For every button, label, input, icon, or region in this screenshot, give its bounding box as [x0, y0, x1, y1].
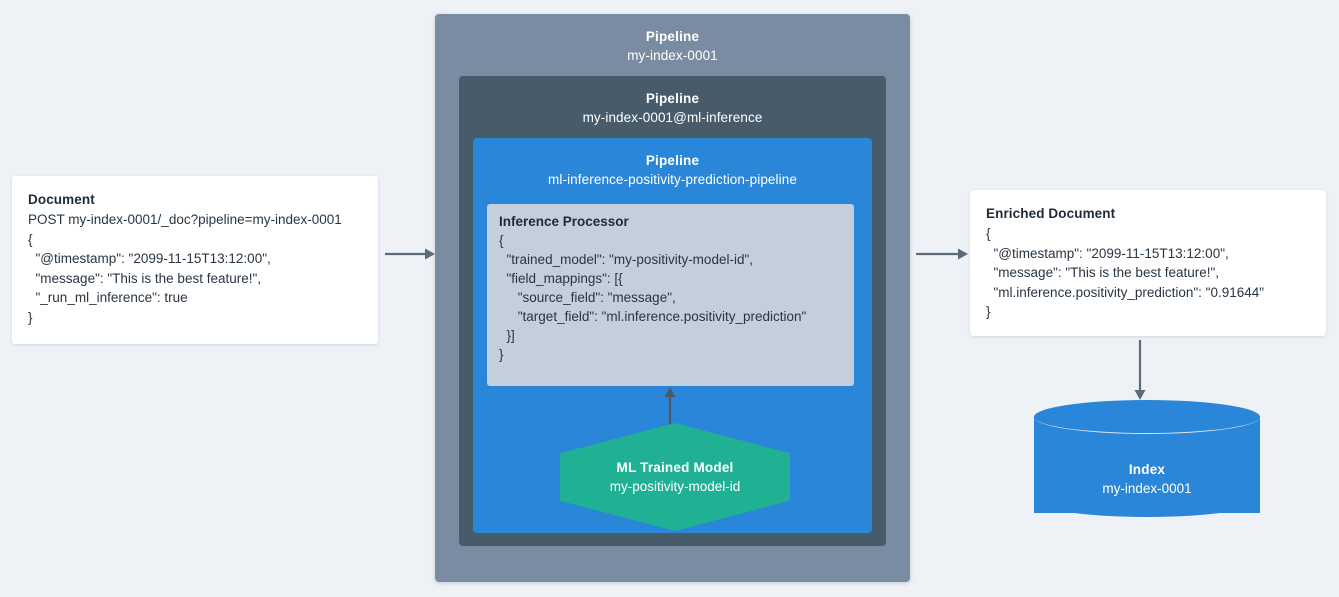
inference-processor-line: "trained_model": "my-positivity-model-id… — [499, 252, 754, 267]
document-card-line: { — [28, 231, 33, 247]
pipeline-mid-header: Pipeline my-index-0001@ml-inference — [459, 76, 886, 127]
inference-processor-line: "field_mappings": [{ — [499, 271, 623, 286]
enriched-document-card-line: "@timestamp": "2099-11-15T13:12:00", — [986, 245, 1229, 261]
pipeline-box-outer: Pipeline my-index-0001 Pipeline my-index… — [435, 14, 910, 582]
pipeline-box-mid: Pipeline my-index-0001@ml-inference Pipe… — [459, 76, 886, 546]
enriched-document-card-title: Enriched Document — [986, 206, 1116, 221]
pipeline-inner-header: Pipeline ml-inference-positivity-predict… — [473, 138, 872, 189]
pipeline-outer-name: my-index-0001 — [627, 48, 718, 63]
enriched-document-card-line: { — [986, 226, 991, 241]
enriched-document-card-line: "message": "This is the best feature!", — [986, 265, 1220, 280]
document-card-line: "message": "This is the best feature!", — [28, 270, 262, 286]
inference-processor-line: "source_field": "message", — [499, 290, 676, 305]
document-card-line: POST my-index-0001/_doc?pipeline=my-inde… — [28, 212, 342, 227]
inference-processor-box: Inference Processor { "trained_model": "… — [487, 204, 854, 386]
arrow-ml-model-to-inference-processor — [663, 387, 677, 427]
document-card-line: } — [28, 309, 33, 325]
pipeline-outer-header: Pipeline my-index-0001 — [435, 14, 910, 65]
document-card-title: Document — [28, 192, 95, 207]
enriched-document-card-line: "ml.inference.positivity_prediction": "0… — [986, 284, 1265, 300]
pipeline-inner-label: Pipeline — [645, 153, 700, 168]
inference-processor-line: "target_field": "ml.inference.positivity… — [499, 309, 807, 324]
arrow-pipeline-to-enriched-document — [916, 247, 968, 261]
arrow-document-to-pipeline — [385, 247, 435, 261]
pipeline-outer-label: Pipeline — [645, 29, 700, 44]
index-label: Index — [1128, 462, 1166, 477]
inference-processor-line: }] — [499, 328, 515, 343]
index-name: my-index-0001 — [1102, 481, 1192, 496]
pipeline-mid-label: Pipeline — [645, 91, 700, 106]
index-cylinder: Index my-index-0001 — [1034, 400, 1260, 530]
inference-processor-title: Inference Processor — [499, 214, 629, 229]
inference-processor-line: { — [499, 233, 504, 248]
pipeline-mid-name: my-index-0001@ml-inference — [582, 110, 763, 125]
enriched-document-card: Enriched Document { "@timestamp": "2099-… — [970, 190, 1326, 336]
document-card-line: "@timestamp": "2099-11-15T13:12:00", — [28, 251, 271, 266]
ml-trained-model-label: ML Trained Model — [616, 460, 734, 475]
enriched-document-card-line: } — [986, 304, 991, 319]
arrow-enriched-document-to-index — [1133, 340, 1147, 400]
ml-trained-model-name: my-positivity-model-id — [609, 479, 741, 494]
document-card: Document POST my-index-0001/_doc?pipelin… — [12, 176, 378, 344]
document-card-line: "_run_ml_inference": true — [28, 290, 188, 305]
cylinder-top-ellipse — [1034, 400, 1260, 434]
index-label-group: Index my-index-0001 — [1034, 460, 1260, 498]
inference-processor-line: } — [499, 347, 504, 362]
pipeline-inner-name: ml-inference-positivity-prediction-pipel… — [548, 172, 797, 187]
